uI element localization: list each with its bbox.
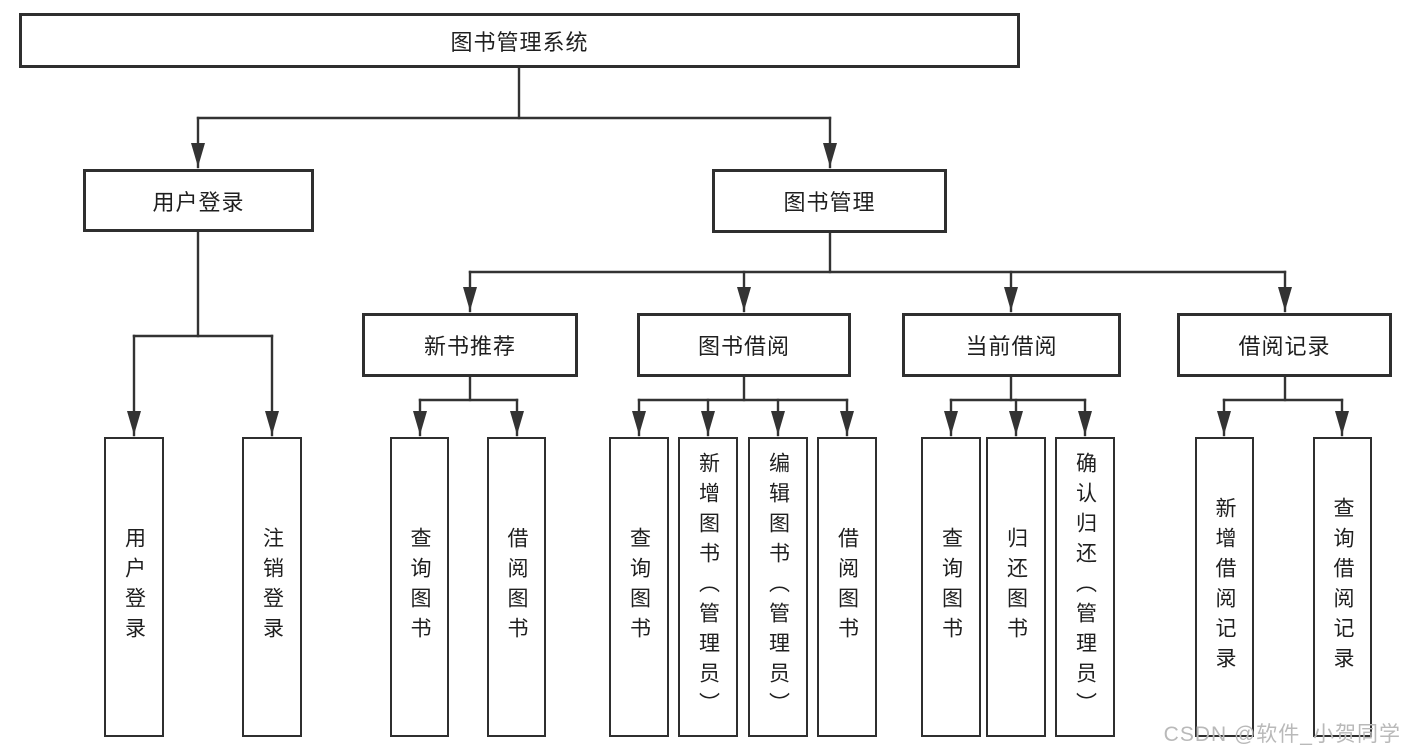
- connector-new-book-to-leaves: [413, 375, 524, 437]
- node-current-borrow: 当前借阅: [902, 313, 1121, 377]
- node-borrow-record-label: 借阅记录: [1238, 334, 1331, 359]
- node-new-book-recommend: 新书推荐: [362, 313, 578, 377]
- leaf-user-login: 用户登录: [104, 437, 164, 737]
- leaf-return-book: 归还图书: [986, 437, 1046, 737]
- node-book-management-label: 图书管理: [783, 190, 876, 215]
- leaf-logout-label: 注销登录: [260, 527, 284, 647]
- node-borrow-record: 借阅记录: [1177, 313, 1392, 377]
- leaf-query-book-borrow: 查询图书: [609, 437, 669, 737]
- node-root-label: 图书管理系统: [450, 29, 589, 55]
- leaf-confirm-return-admin: 确认归还（管理员）: [1055, 437, 1115, 737]
- node-user-login-label: 用户登录: [152, 189, 245, 215]
- node-book-borrow-label: 图书借阅: [697, 334, 790, 359]
- leaf-edit-book-admin: 编辑图书（管理员）: [748, 437, 808, 737]
- leaf-query-borrow-record: 查询借阅记录: [1313, 437, 1372, 737]
- connector-root-to-level2: [191, 66, 837, 169]
- connector-borrow-record-to-leaves: [1217, 375, 1349, 437]
- watermark: CSDN @软件_小贺同学: [1163, 723, 1401, 746]
- leaf-add-book-admin: 新增图书（管理员）: [678, 437, 738, 737]
- leaf-logout: 注销登录: [242, 437, 302, 737]
- leaf-edit-book-admin-label: 编辑图书（管理员）: [766, 452, 790, 722]
- leaf-return-book-label: 归还图书: [1004, 527, 1028, 647]
- node-book-management: 图书管理: [712, 169, 947, 233]
- leaf-add-borrow-record: 新增借阅记录: [1195, 437, 1254, 737]
- leaf-query-book-recommend-label: 查询图书: [408, 527, 431, 647]
- leaf-confirm-return-admin-label: 确认归还（管理员）: [1073, 452, 1097, 722]
- leaf-query-book-current: 查询图书: [921, 437, 981, 737]
- node-new-book-recommend-label: 新书推荐: [423, 334, 516, 359]
- connector-current-borrow-to-leaves: [944, 375, 1092, 437]
- leaf-query-book-current-label: 查询图书: [939, 527, 963, 647]
- leaf-borrow-book-recommend-label: 借阅图书: [505, 527, 528, 647]
- node-book-borrow: 图书借阅: [637, 313, 851, 377]
- leaf-add-borrow-record-label: 新增借阅记录: [1213, 497, 1236, 677]
- node-root: 图书管理系统: [19, 13, 1020, 68]
- leaf-query-book-recommend: 查询图书: [390, 437, 449, 737]
- node-user-login: 用户登录: [83, 169, 314, 232]
- connector-book-borrow-to-leaves: [632, 375, 854, 437]
- leaf-add-book-admin-label: 新增图书（管理员）: [696, 452, 720, 722]
- leaf-user-login-label: 用户登录: [122, 527, 146, 647]
- leaf-borrow-book: 借阅图书: [817, 437, 877, 737]
- leaf-borrow-book-recommend: 借阅图书: [487, 437, 546, 737]
- leaf-borrow-book-label: 借阅图书: [835, 527, 859, 647]
- connector-book-management-to-level3: [463, 231, 1292, 313]
- node-current-borrow-label: 当前借阅: [965, 334, 1058, 359]
- leaf-query-book-borrow-label: 查询图书: [627, 527, 651, 647]
- leaf-query-borrow-record-label: 查询借阅记录: [1331, 497, 1354, 677]
- connector-user-login-to-leaves: [127, 230, 279, 437]
